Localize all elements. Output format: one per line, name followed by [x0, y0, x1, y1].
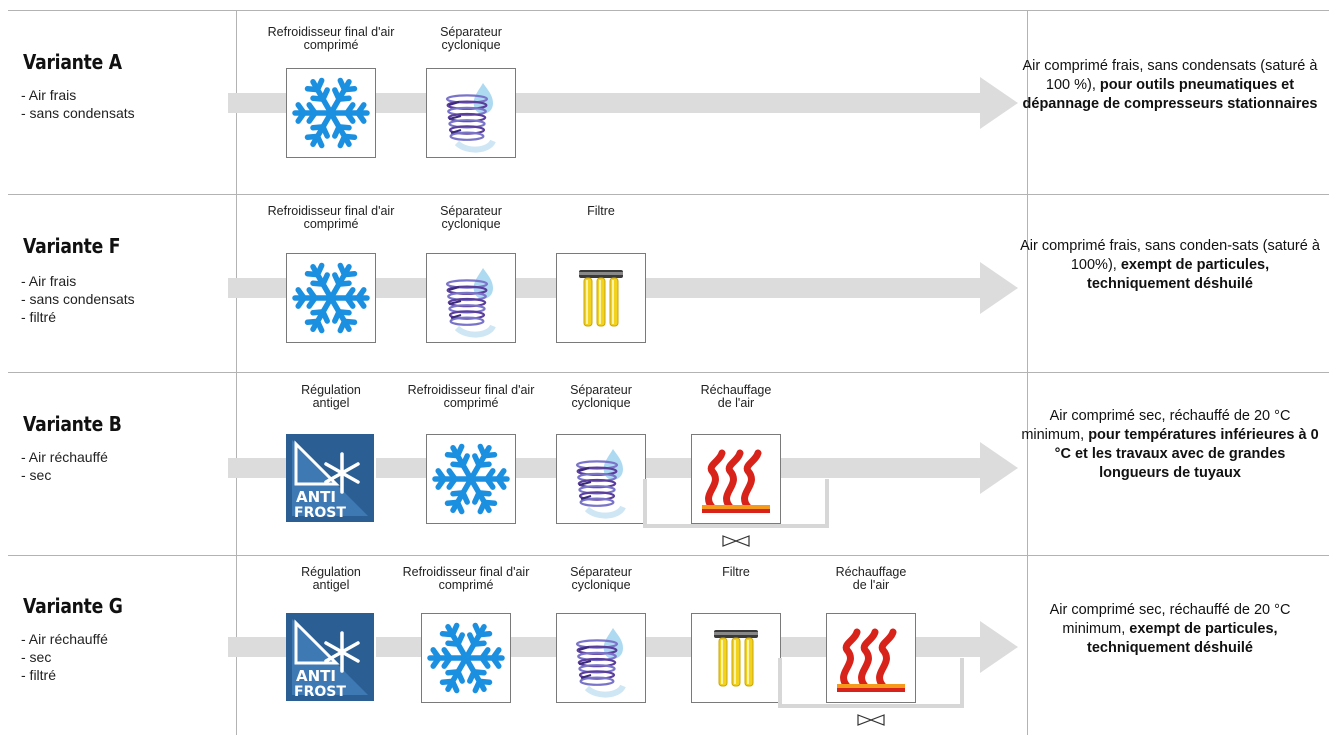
variants-table	[8, 10, 1329, 735]
bypass-line	[643, 479, 829, 528]
variant-features: - Air frais - sans condensats - filtré	[21, 272, 135, 326]
variant-result-f: Air comprimé frais, sans conden-sats (sa…	[1020, 237, 1320, 294]
result-text: Air comprimé sec, réchauffé de 20 °C min…	[1049, 602, 1291, 637]
result-text: Air comprimé frais, sans condensats (sat…	[1022, 58, 1318, 93]
feature-item: - sans condensats	[21, 105, 135, 121]
variant-row-b	[8, 372, 1329, 556]
flow-arrow	[228, 77, 1018, 134]
component-label-heater: Réchauffage de l'air	[835, 565, 907, 592]
feature-item: - sec	[21, 467, 52, 483]
feature-item: - Air réchauffé	[21, 449, 108, 465]
cyclone-separator-icon	[426, 253, 516, 343]
component-label-filter: Filtre	[722, 565, 750, 579]
component-label-antifrost: Régulation antigel	[301, 565, 361, 592]
component-label-heater: Réchauffage de l'air	[700, 383, 772, 410]
feature-item: - filtré	[21, 309, 56, 325]
variant-row-a	[8, 11, 1329, 195]
svg-text:ANTI: ANTI	[296, 667, 336, 685]
snowflake-icon	[421, 613, 511, 703]
snowflake-icon	[286, 253, 376, 343]
heater-flame-icon	[691, 434, 781, 524]
variant-title-a: Variante A	[23, 50, 122, 74]
result-highlight: exempt de particules, techniquement désh…	[1087, 621, 1278, 656]
variant-result-g: Air comprimé sec, réchauffé de 20 °C min…	[1020, 601, 1320, 658]
feature-item: - filtré	[21, 667, 56, 683]
heater-flame-icon	[826, 613, 916, 703]
bypass-valve-icon	[722, 534, 750, 547]
component-label-cooler: Refroidisseur final d'air comprimé	[407, 383, 535, 410]
variant-features: - Air réchauffé - sec	[21, 448, 108, 484]
cyclone-separator-icon	[426, 68, 516, 158]
component-label-separator: Séparateur cyclonique	[570, 565, 632, 592]
result-text: Air comprimé sec, réchauffé de 20 °C min…	[1021, 408, 1291, 443]
feature-item: - Air frais	[21, 87, 77, 103]
variant-title-g: Variante G	[23, 594, 123, 618]
component-label-separator: Séparateur cyclonique	[440, 204, 502, 231]
column-divider-right	[1027, 11, 1028, 735]
variant-title-f: Variante F	[23, 234, 121, 258]
component-label-separator: Séparateur cyclonique	[570, 383, 632, 410]
feature-item: - Air réchauffé	[21, 631, 108, 647]
filter-cartridge-icon	[691, 613, 781, 703]
component-label-separator: Séparateur cyclonique	[440, 25, 502, 52]
cyclone-separator-icon	[556, 613, 646, 703]
result-text: Air comprimé frais, sans conden-sats (sa…	[1020, 238, 1320, 273]
result-highlight: pour outils pneumatiques et dépannage de…	[1022, 77, 1318, 112]
variant-features: - Air frais - sans condensats	[21, 86, 135, 122]
variant-features: - Air réchauffé - sec - filtré	[21, 630, 108, 684]
snowflake-icon	[286, 68, 376, 158]
feature-item: - Air frais	[21, 273, 77, 289]
variant-row-f	[8, 194, 1329, 373]
feature-item: - sec	[21, 649, 52, 665]
component-label-antifrost: Régulation antigel	[301, 383, 361, 410]
bypass-line	[778, 658, 964, 708]
filter-cartridge-icon	[556, 253, 646, 343]
snowflake-icon	[426, 434, 516, 524]
svg-text:ANTI: ANTI	[296, 488, 336, 506]
component-label-cooler: Refroidisseur final d'air comprimé	[267, 204, 395, 231]
column-divider-left	[236, 11, 237, 735]
cyclone-separator-icon	[556, 434, 646, 524]
svg-text:FROST: FROST	[294, 505, 346, 521]
variant-result-a: Air comprimé frais, sans condensats (sat…	[1020, 57, 1320, 114]
svg-text:FROST: FROST	[294, 684, 346, 700]
variant-title-b: Variante B	[23, 412, 122, 436]
result-highlight: exempt de particules, techniquement désh…	[1087, 257, 1270, 292]
result-highlight: pour températures inférieures à 0 °C et …	[1054, 427, 1319, 481]
feature-item: - sans condensats	[21, 291, 135, 307]
component-label-cooler: Refroidisseur final d'air comprimé	[267, 25, 395, 52]
variant-result-b: Air comprimé sec, réchauffé de 20 °C min…	[1020, 407, 1320, 483]
component-label-filter: Filtre	[587, 204, 615, 218]
component-label-cooler: Refroidisseur final d'air comprimé	[402, 565, 530, 592]
bypass-valve-icon	[857, 713, 885, 726]
